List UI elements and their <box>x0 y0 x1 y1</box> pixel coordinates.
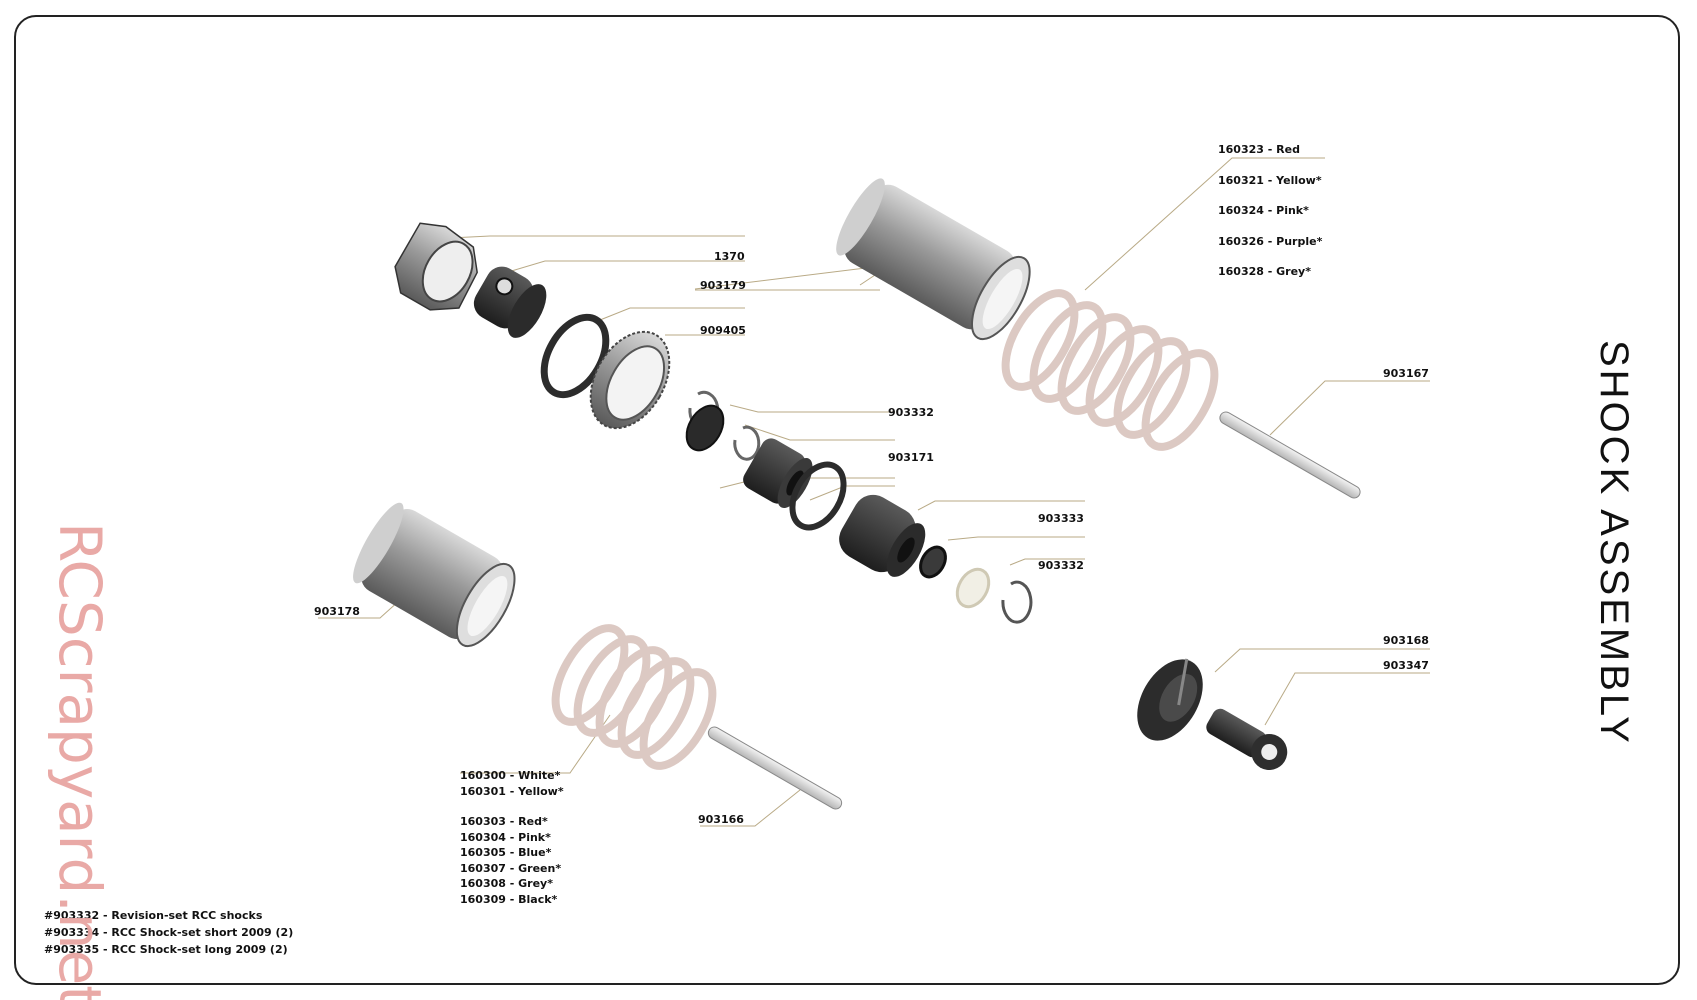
long-spring-option: 160323 - Red <box>1218 143 1300 156</box>
short-spring-option: 160308 - Grey* <box>460 877 553 890</box>
rod-end-part <box>1206 708 1288 770</box>
e-clip-part-2 <box>733 425 761 461</box>
long-spring-option: 160326 - Purple* <box>1218 235 1323 248</box>
part-label-909405: 909405 <box>700 324 746 337</box>
part-label-903332-upper: 903332 <box>888 406 934 419</box>
part-label-903333: 903333 <box>1038 512 1084 525</box>
short-spring-part <box>551 624 717 770</box>
spacer-part <box>955 567 991 609</box>
part-label-903171: 903171 <box>888 451 934 464</box>
long-spring-part <box>1001 289 1219 451</box>
kit-line: #903332 - Revision-set RCC shocks <box>44 909 263 922</box>
kit-line: #903334 - RCC Shock-set short 2009 (2) <box>44 926 294 939</box>
short-spring-option: 160309 - Black* <box>460 893 558 906</box>
part-label-903166: 903166 <box>698 813 744 826</box>
part-label-903347: 903347 <box>1383 659 1429 672</box>
part-label-903168: 903168 <box>1383 634 1429 647</box>
short-spring-option: 160301 - Yellow* <box>460 785 564 798</box>
bushing-part <box>743 438 813 508</box>
e-clip-part-3 <box>1001 580 1033 624</box>
part-label-903167: 903167 <box>1383 367 1429 380</box>
short-spring-option: 160307 - Green* <box>460 862 562 875</box>
adjust-collar-part <box>589 330 671 430</box>
kit-line: #903335 - RCC Shock-set long 2009 (2) <box>44 943 288 956</box>
long-shock-body-part <box>836 178 1031 341</box>
spring-cup-part <box>1137 658 1203 741</box>
part-label-903178: 903178 <box>314 605 360 618</box>
short-spring-option: 160305 - Blue* <box>460 846 552 859</box>
watermark: RCScrapyard.net <box>46 522 114 1000</box>
page-title: SHOCK ASSEMBLY <box>1592 340 1636 746</box>
page-frame <box>14 15 1680 985</box>
long-spring-option: 160328 - Grey* <box>1218 265 1311 278</box>
part-label-1370: 1370 <box>714 250 745 263</box>
o-ring-part-2 <box>789 461 847 531</box>
short-spring-option: 160304 - Pink* <box>460 831 551 844</box>
washer-part <box>685 404 725 452</box>
long-spring-option: 160321 - Yellow* <box>1218 174 1322 187</box>
nut-part <box>394 222 478 311</box>
short-spring-option: 160300 - White* <box>460 769 561 782</box>
washer-part-2 <box>919 545 947 579</box>
short-shock-body-part <box>353 502 516 648</box>
part-label-903332-lower: 903332 <box>1038 559 1084 572</box>
long-piston-rod-part <box>1219 411 1361 499</box>
short-piston-rod-part <box>707 726 843 810</box>
eyelet-cap-part <box>473 266 547 338</box>
leader-lines <box>318 157 1430 827</box>
boot-part <box>839 494 926 577</box>
short-spring-option: 160303 - Red* <box>460 815 548 828</box>
part-label-903179: 903179 <box>700 279 746 292</box>
long-spring-option: 160324 - Pink* <box>1218 204 1309 217</box>
